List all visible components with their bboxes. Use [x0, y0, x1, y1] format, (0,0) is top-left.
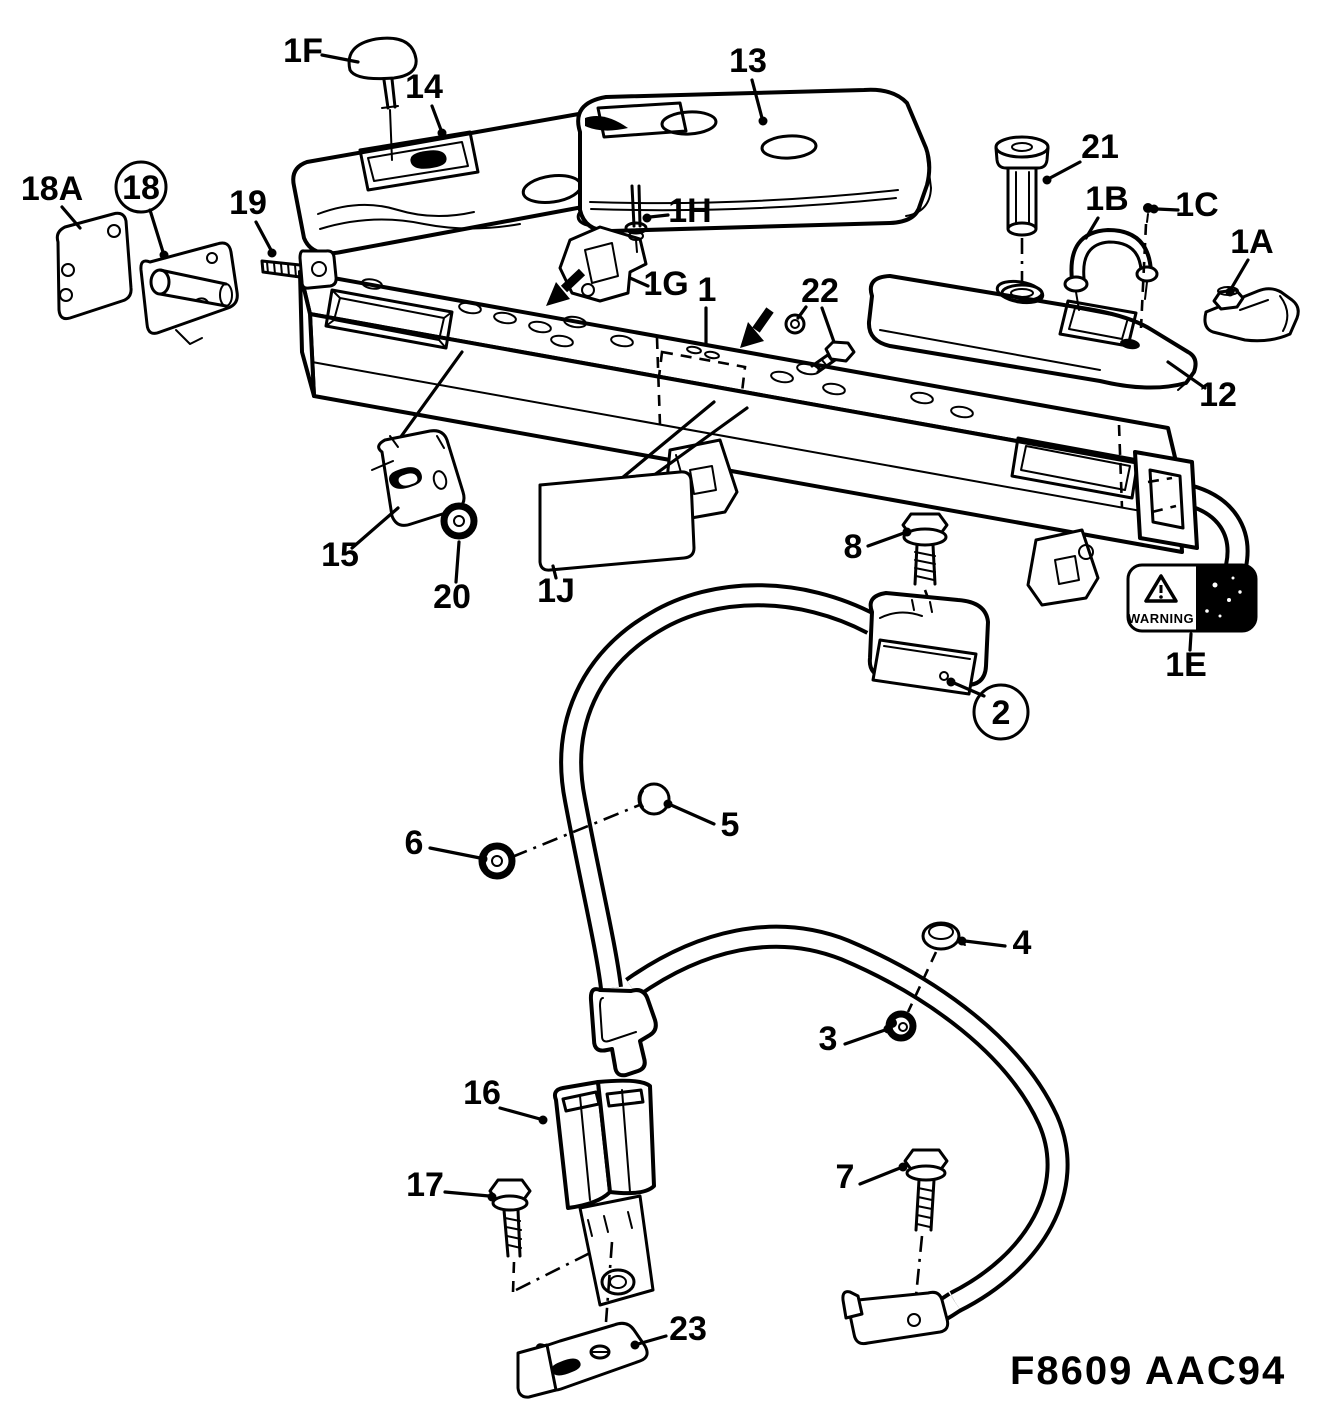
callout-16: 16	[463, 1074, 501, 1112]
callout-6: 6	[405, 824, 424, 862]
cap-4	[921, 921, 966, 951]
callout-4: 4	[1013, 924, 1032, 962]
callout-5: 5	[721, 806, 740, 844]
rail-open-end	[1133, 450, 1199, 550]
callout-1: 1	[698, 271, 717, 309]
pin-1H	[624, 184, 648, 253]
washer-22	[784, 313, 806, 335]
callout-20: 20	[433, 578, 471, 616]
flange-bolt-8	[901, 512, 949, 607]
warning-label-1E: WARNING	[1126, 563, 1258, 633]
retaining-clip-1F	[347, 36, 418, 161]
callout-8: 8	[844, 528, 863, 566]
latch-piece-1A	[1203, 286, 1300, 343]
hinge-bracket-18	[139, 241, 239, 345]
rail-foot-bracket-right	[1026, 528, 1100, 607]
belt-loop-at-rail-end	[1184, 483, 1250, 569]
callout-12: 12	[1199, 376, 1237, 414]
callout-22: 22	[801, 272, 839, 310]
shim-plate-18A	[55, 211, 133, 321]
handle-1B	[1063, 228, 1159, 311]
flange-bolt-7	[903, 1148, 949, 1317]
flange-bolt-17	[488, 1178, 593, 1293]
screw-22	[810, 340, 856, 374]
callout-1B: 1B	[1085, 180, 1128, 218]
callout-21: 21	[1081, 128, 1119, 166]
callout-18A: 18A	[21, 170, 83, 208]
callout-23: 23	[669, 1310, 707, 1348]
guide-pin-21	[994, 135, 1050, 303]
lap-belt-webbing	[625, 924, 1070, 1339]
callout-17: 17	[406, 1166, 444, 1204]
callout-1C: 1C	[1175, 186, 1218, 224]
callout-14: 14	[405, 68, 443, 106]
callout-1F: 1F	[283, 32, 323, 70]
callout-18-circle	[114, 160, 168, 214]
callout-2: 2	[992, 694, 1011, 732]
cap-5	[637, 782, 671, 816]
seat-belt-anchor-rail	[298, 270, 1199, 554]
warning-triangle-icon	[1144, 574, 1178, 603]
callout-13: 13	[729, 42, 767, 80]
centerline-5-6	[511, 802, 643, 859]
install-arrow-1G	[546, 268, 586, 306]
callout-15: 15	[321, 536, 359, 574]
belt-retractor-2	[867, 591, 990, 696]
install-arrow-22	[740, 307, 774, 348]
buckle-assembly-16	[552, 1078, 656, 1307]
callout-18: 18	[122, 169, 160, 207]
warning-label-text: WARNING	[1128, 611, 1194, 626]
lap-belt-anchor-bracket	[841, 1290, 950, 1346]
centerline-buckle-23	[604, 1241, 614, 1323]
callout-1A: 1A	[1230, 223, 1273, 261]
cover-plate-13	[576, 87, 932, 234]
callout-1H: 1H	[668, 192, 711, 230]
shoulder-belt-webbing	[559, 583, 878, 990]
callout-labels: 1F 14 13 18A 18 19 1H 1G 1 22 21 1B 1C 1…	[21, 32, 1274, 1348]
socket-bolt-19	[260, 249, 338, 290]
leader-lines	[60, 53, 1250, 1350]
callout-1E: 1E	[1165, 646, 1207, 684]
callout-3: 3	[819, 1020, 838, 1058]
callout-19: 19	[229, 184, 267, 222]
callout-2-circle	[972, 683, 1030, 741]
figure-code: F8609 AAC94	[1010, 1349, 1286, 1393]
callout-1G: 1G	[643, 265, 688, 303]
belt-tongue-plate	[588, 987, 658, 1078]
callout-7: 7	[836, 1158, 855, 1196]
rail-holes	[361, 278, 974, 419]
anchor-bracket-23	[516, 1321, 649, 1399]
bracket-1G	[558, 225, 648, 303]
grommet-20	[440, 502, 478, 540]
cover-plate-12	[866, 274, 1198, 391]
callout-1J: 1J	[537, 572, 575, 610]
blank-label-1J	[538, 400, 749, 572]
latch-bracket-15	[371, 350, 466, 527]
